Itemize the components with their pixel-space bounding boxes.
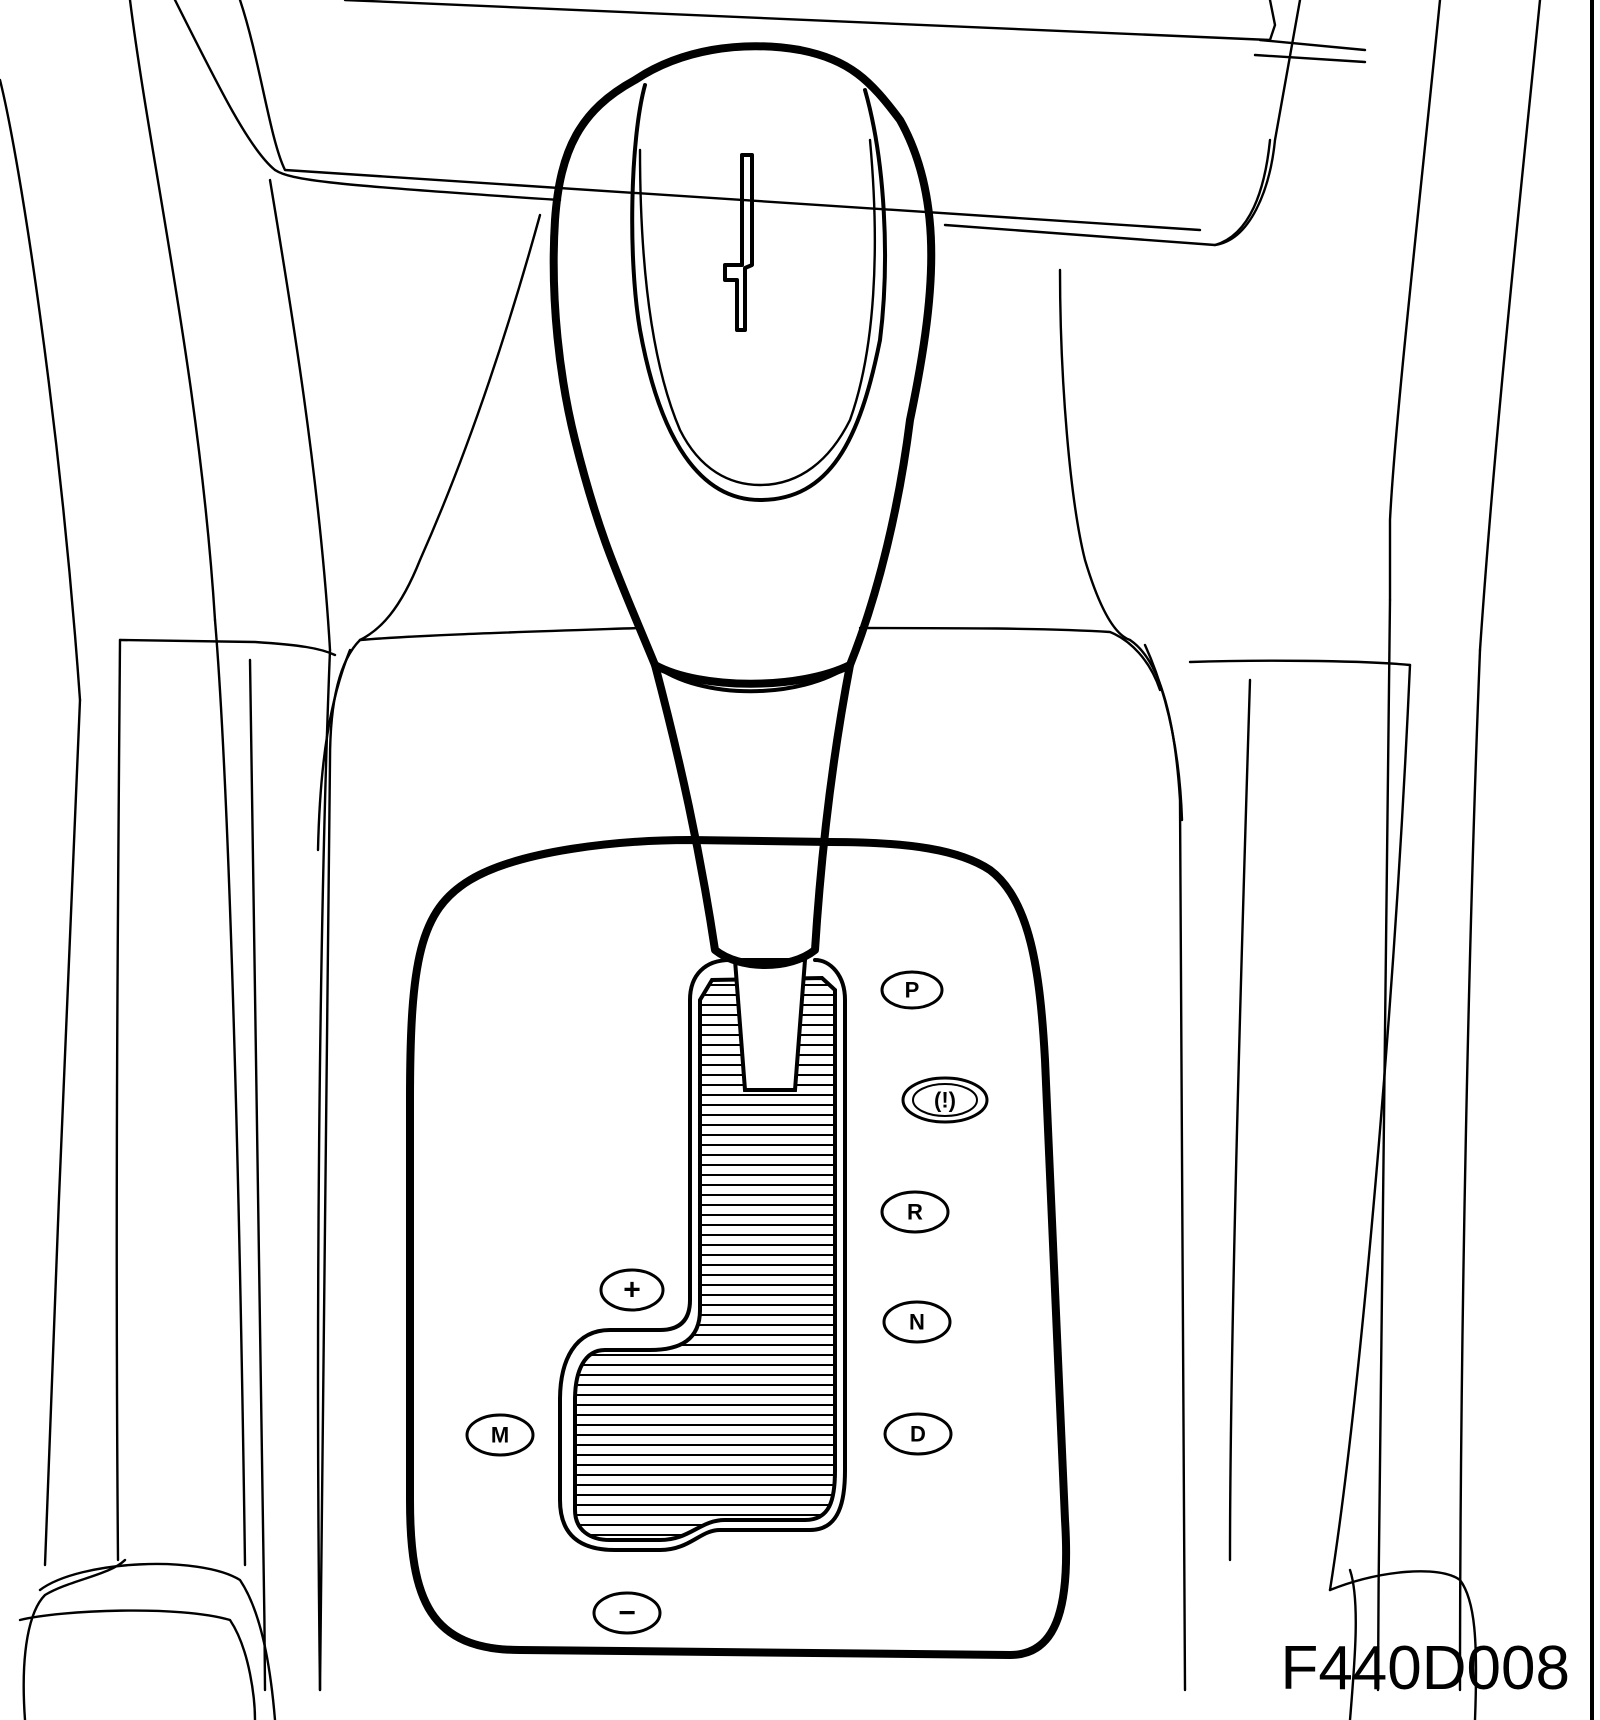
gear-badge-N: N <box>882 1300 952 1344</box>
release-button-icon <box>723 153 754 332</box>
gear-badge-P: P <box>880 970 944 1010</box>
lever-stem <box>732 958 808 1092</box>
shift-knob <box>549 42 936 688</box>
gate-slot <box>558 958 847 1552</box>
gear-label-minus: − <box>618 1597 636 1630</box>
gear-badge-D: D <box>883 1412 953 1456</box>
gear-badge-plus: + <box>599 1268 665 1312</box>
gear-badge-R: R <box>880 1190 950 1234</box>
gear-label-lock: (!) <box>934 1088 956 1113</box>
gear-badge-M: M <box>465 1413 535 1457</box>
figure-code: F440D008 <box>1280 1634 1570 1703</box>
lever-shaft <box>651 661 854 969</box>
dashboard-lines <box>173 0 1367 247</box>
slot-hatching <box>573 975 837 1542</box>
gear-label-plus: + <box>623 1274 641 1307</box>
gear-label-R: R <box>907 1200 923 1225</box>
gear-badge-lock: (!) <box>901 1076 989 1124</box>
knob-top-cap <box>630 83 887 502</box>
gear-label-D: D <box>910 1422 926 1447</box>
console-tunnel <box>18 213 1478 1720</box>
gear-badge-minus: − <box>592 1591 662 1635</box>
lever-base <box>713 948 817 967</box>
knob-inner-cap <box>638 138 877 487</box>
shift-gate-plate <box>406 836 1071 1659</box>
gear-label-P: P <box>905 978 920 1003</box>
gear-label-M: M <box>491 1423 509 1448</box>
gear-label-N: N <box>909 1310 925 1335</box>
